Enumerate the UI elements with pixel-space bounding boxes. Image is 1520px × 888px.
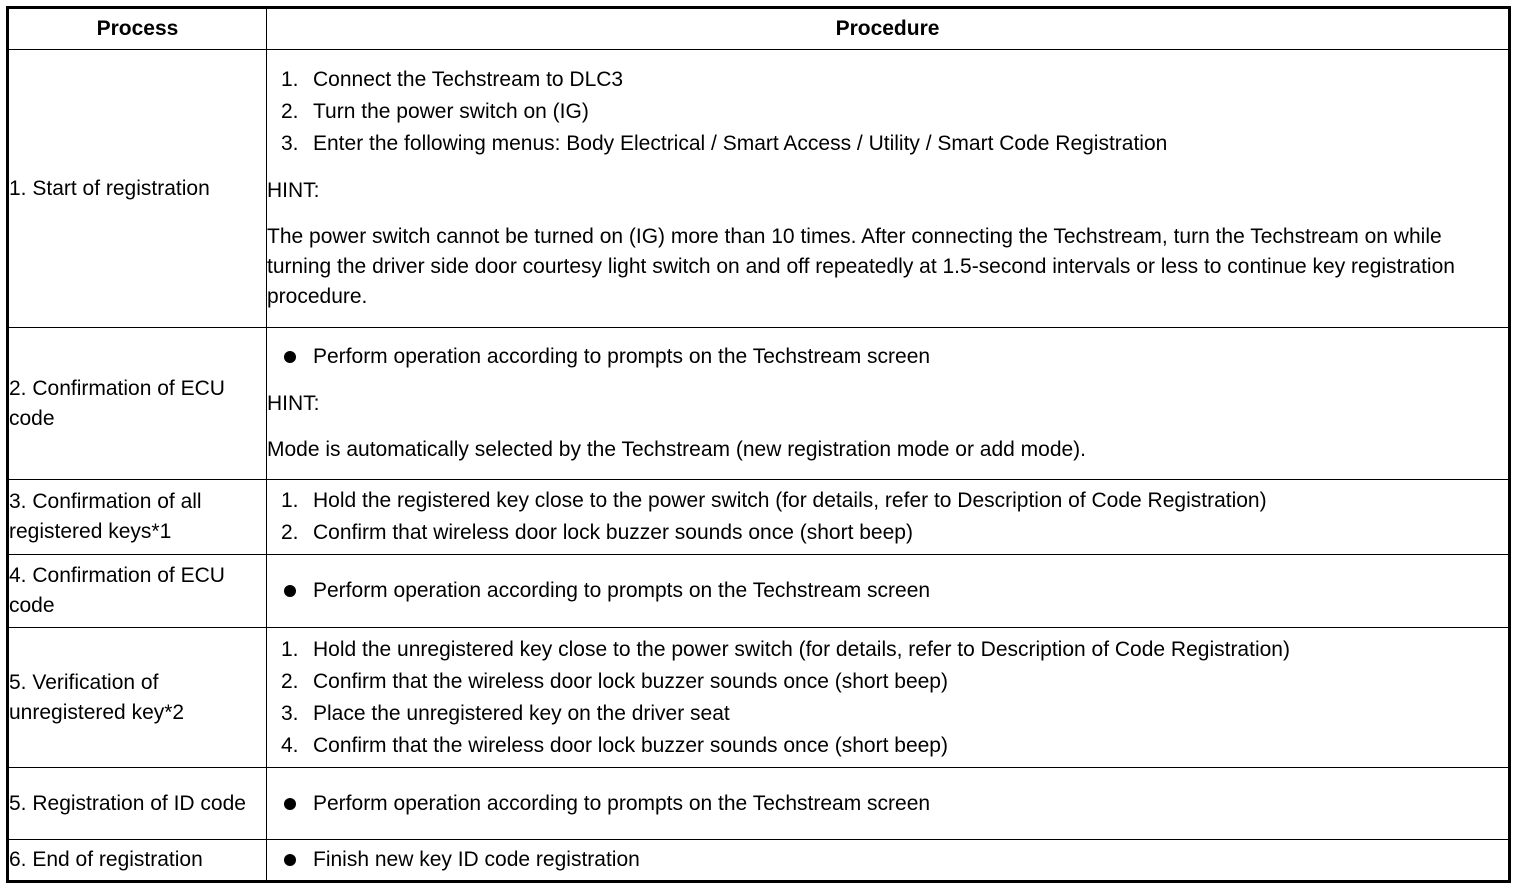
step-text: Enter the following menus: Body Electric… xyxy=(313,131,1168,155)
table-row: 2. Confirmation of ECU code Perform oper… xyxy=(7,327,1510,480)
step-text: Confirm that the wireless door lock buzz… xyxy=(313,733,948,757)
procedure-cell: 1. Hold the registered key close to the p… xyxy=(266,479,1510,555)
bullet-text: Perform operation according to prompts o… xyxy=(313,344,931,368)
list-item: 1. Hold the unregistered key close to the… xyxy=(267,634,1508,666)
process-cell: 1. Start of registration xyxy=(7,49,267,328)
list-item: 3. Enter the following menus: Body Electr… xyxy=(267,128,1508,160)
step-number: 4. xyxy=(281,733,299,757)
step-text: Hold the unregistered key close to the p… xyxy=(313,637,1290,661)
procedure-cell: 1. Hold the unregistered key close to the… xyxy=(266,627,1510,768)
procedure-cell: Perform operation according to prompts o… xyxy=(266,327,1510,480)
registration-procedure-table: Process Procedure 1. Start of registrati… xyxy=(6,6,1511,883)
list-item: Perform operation according to prompts o… xyxy=(267,341,1508,373)
step-number: 3. xyxy=(281,131,299,155)
hint-text: Mode is automatically selected by the Te… xyxy=(267,437,1087,461)
list-item: 1. Connect the Techstream to DLC3 xyxy=(267,64,1508,96)
step-number: 1. xyxy=(281,67,299,91)
hint-label: HINT: xyxy=(267,178,320,202)
step-text: Place the unregistered key on the driver… xyxy=(313,701,730,725)
list-item: Perform operation according to prompts o… xyxy=(267,788,1508,820)
bullet-list: Perform operation according to prompts o… xyxy=(267,341,1508,373)
hint-text: The power switch cannot be turned on (IG… xyxy=(267,224,1455,308)
step-text: Connect the Techstream to DLC3 xyxy=(313,67,624,91)
step-text: Confirm that the wireless door lock buzz… xyxy=(313,669,948,693)
process-cell: 2. Confirmation of ECU code xyxy=(7,327,267,480)
table-row: 5. Verification of unregistered key*2 1.… xyxy=(7,627,1510,768)
list-item: 3. Place the unregistered key on the driv… xyxy=(267,698,1508,730)
list-item: 2. Confirm that the wireless door lock bu… xyxy=(267,666,1508,698)
list-item: 2. Turn the power switch on (IG) xyxy=(267,96,1508,128)
bullet-text: Finish new key ID code registration xyxy=(313,848,640,871)
table-header-row: Process Procedure xyxy=(7,7,1510,50)
bullet-dot-icon xyxy=(284,585,296,597)
step-list: 1. Hold the registered key close to the p… xyxy=(267,485,1508,549)
process-cell: 6. End of registration xyxy=(7,839,267,882)
bullet-list: Perform operation according to prompts o… xyxy=(267,788,1508,820)
list-item: Finish new key ID code registration xyxy=(267,844,1508,876)
procedure-cell: 1. Connect the Techstream to DLC3 2. Turn … xyxy=(266,49,1510,328)
list-item: Perform operation according to prompts o… xyxy=(267,575,1508,607)
procedure-cell: Perform operation according to prompts o… xyxy=(266,554,1510,628)
table-row: 6. End of registration Finish new key ID… xyxy=(7,839,1510,882)
step-number: 1. xyxy=(281,637,299,661)
bullet-list: Finish new key ID code registration xyxy=(267,844,1508,876)
bullet-text: Perform operation according to prompts o… xyxy=(313,579,931,602)
process-cell: 5. Registration of ID code xyxy=(7,767,267,840)
list-item: 4. Confirm that the wireless door lock bu… xyxy=(267,730,1508,762)
process-cell: 5. Verification of unregistered key*2 xyxy=(7,627,267,768)
bullet-text: Perform operation according to prompts o… xyxy=(313,791,931,815)
step-number: 2. xyxy=(281,521,299,544)
step-number: 2. xyxy=(281,99,299,123)
table-row: 1. Start of registration 1. Connect the T… xyxy=(7,49,1510,328)
bullet-dot-icon xyxy=(284,797,296,810)
step-list: 1. Connect the Techstream to DLC3 2. Turn … xyxy=(267,64,1508,160)
step-number: 1. xyxy=(281,489,299,512)
bullet-list: Perform operation according to prompts o… xyxy=(267,575,1508,607)
header-process: Process xyxy=(7,7,267,50)
header-procedure: Procedure xyxy=(266,7,1510,50)
procedure-cell: Perform operation according to prompts o… xyxy=(266,767,1510,840)
bullet-dot-icon xyxy=(284,854,296,866)
bullet-dot-icon xyxy=(284,350,296,363)
procedure-cell: Finish new key ID code registration xyxy=(266,839,1510,882)
step-text: Turn the power switch on (IG) xyxy=(313,99,589,123)
step-list: 1. Hold the unregistered key close to the… xyxy=(267,634,1508,762)
table-row: 3. Confirmation of all registered keys*1… xyxy=(7,479,1510,555)
list-item: 2. Confirm that wireless door lock buzzer… xyxy=(267,517,1508,549)
process-cell: 4. Confirmation of ECU code xyxy=(7,554,267,628)
step-text: Hold the registered key close to the pow… xyxy=(313,489,1267,512)
hint-label: HINT: xyxy=(267,391,320,415)
step-number: 2. xyxy=(281,669,299,693)
step-number: 3. xyxy=(281,701,299,725)
list-item: 1. Hold the registered key close to the p… xyxy=(267,485,1508,517)
process-cell: 3. Confirmation of all registered keys*1 xyxy=(7,479,267,555)
table-row: 4. Confirmation of ECU code Perform oper… xyxy=(7,554,1510,628)
table-row: 5. Registration of ID code Perform opera… xyxy=(7,767,1510,840)
step-text: Confirm that wireless door lock buzzer s… xyxy=(313,521,913,544)
